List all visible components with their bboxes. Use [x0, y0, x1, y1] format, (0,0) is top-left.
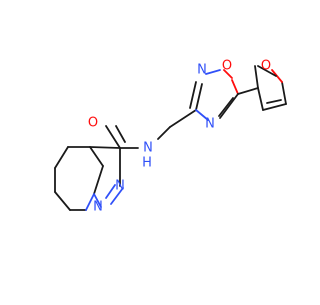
- bond: [85, 193, 95, 211]
- bond: [205, 69, 221, 75]
- amide-hydrogen-label: H: [142, 156, 152, 171]
- bond: [189, 81, 197, 109]
- bond: [281, 81, 287, 105]
- bond: [262, 103, 287, 111]
- bond: [218, 97, 234, 117]
- pyrazole-n2-label: N: [115, 179, 125, 194]
- bond: [105, 184, 116, 199]
- atom-label-layer: O N H N O N O N N: [88, 59, 271, 215]
- oxadiazole-n2-label: N: [197, 63, 207, 78]
- bond: [231, 79, 239, 95]
- bond: [219, 93, 239, 119]
- bond: [237, 87, 259, 95]
- bond: [54, 146, 69, 169]
- bond: [169, 109, 197, 128]
- furan-oxygen-label: O: [261, 59, 271, 74]
- bond: [271, 69, 283, 83]
- bond: [257, 87, 264, 111]
- bond: [254, 65, 259, 89]
- bond: [105, 125, 121, 149]
- molecule-diagram: O N H N O N O N N: [54, 59, 287, 215]
- pyrazole-n1-label: N: [93, 200, 103, 215]
- bond: [266, 99, 282, 104]
- bond: [257, 65, 277, 77]
- structure-svg: O N H N O N O N N: [54, 59, 287, 215]
- oxadiazole-o1-label: O: [222, 59, 232, 74]
- bond: [195, 83, 203, 111]
- bond: [195, 109, 209, 121]
- bond-layer: [54, 65, 287, 211]
- carbonyl-oxygen-label: O: [88, 116, 98, 131]
- bond: [93, 165, 104, 195]
- bond: [93, 193, 102, 208]
- bond: [157, 126, 171, 140]
- bond: [115, 125, 126, 143]
- bond: [110, 187, 124, 205]
- bond: [223, 69, 233, 79]
- oxadiazole-n4-label: N: [205, 117, 215, 132]
- bond: [89, 146, 104, 167]
- bond: [89, 146, 121, 149]
- bond: [54, 191, 71, 211]
- amide-nitrogen-label: N: [143, 141, 153, 156]
